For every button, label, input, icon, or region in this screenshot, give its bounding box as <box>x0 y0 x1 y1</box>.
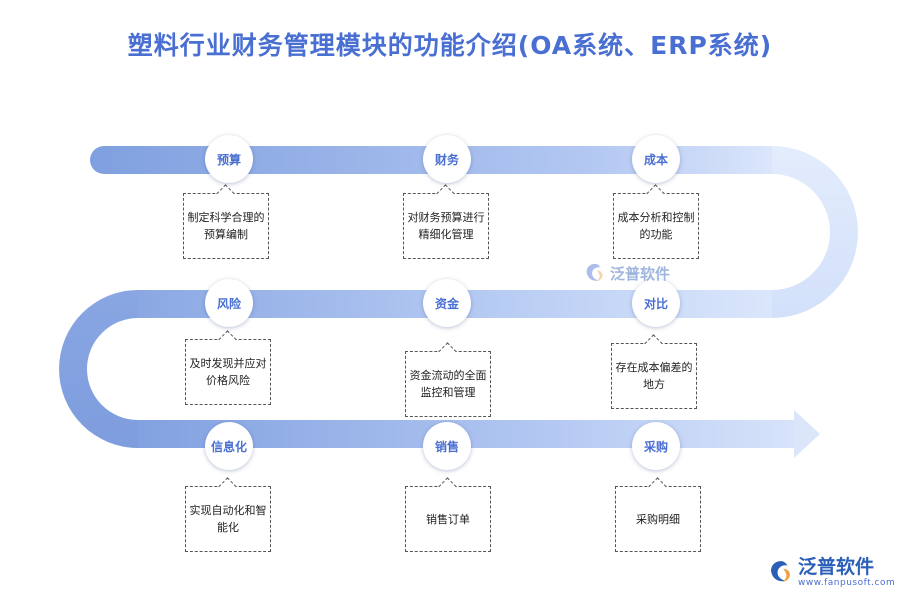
watermark-name: 泛普软件 <box>610 264 671 283</box>
node-label: 信息化 <box>210 439 247 454</box>
note-purchase: 采购明细 <box>615 486 701 552</box>
node-informatization: 信息化 <box>205 422 253 470</box>
track-arrow-head <box>794 410 820 458</box>
node-finance: 财务 <box>423 135 471 183</box>
node-risk: 风险 <box>205 279 253 327</box>
node-label: 对比 <box>643 296 668 311</box>
node-label: 销售 <box>434 439 459 454</box>
node-label: 资金 <box>434 296 459 311</box>
note-finance: 对财务预算进行精细化管理 <box>403 193 489 259</box>
node-purchase: 采购 <box>632 422 680 470</box>
watermark-logo: 泛普软件 <box>584 262 670 284</box>
note-text: 制定科学合理的预算编制 <box>187 211 265 241</box>
note-fund: 资金流动的全面监控和管理 <box>405 351 491 417</box>
note-text: 成本分析和控制的功能 <box>617 211 695 241</box>
node-label: 预算 <box>216 152 241 167</box>
node-cost: 成本 <box>632 135 680 183</box>
node-label: 成本 <box>643 152 668 167</box>
track-right-turn <box>772 146 858 318</box>
note-text: 资金流动的全面监控和管理 <box>409 369 487 399</box>
note-risk: 及时发现并应对价格风险 <box>185 339 271 405</box>
footer-logo: 泛普软件 www.fanpusoft.com <box>768 556 895 588</box>
note-text: 及时发现并应对价格风险 <box>189 357 267 387</box>
footer-logo-url: www.fanpusoft.com <box>798 578 896 588</box>
node-budget: 预算 <box>205 135 253 183</box>
node-label: 采购 <box>643 439 668 454</box>
note-text: 采购明细 <box>636 512 680 526</box>
node-sales: 销售 <box>423 422 471 470</box>
footer-logo-name: 泛普软件 <box>798 556 875 578</box>
note-compare: 存在成本偏差的地方 <box>611 343 697 409</box>
note-text: 存在成本偏差的地方 <box>615 361 693 391</box>
node-label: 风险 <box>216 296 241 311</box>
note-text: 对财务预算进行精细化管理 <box>407 211 485 241</box>
page-title: 塑料行业财务管理模块的功能介绍(OA系统、ERP系统) <box>127 31 773 60</box>
fanpu-logo-icon <box>771 561 790 582</box>
fanpu-logo-icon <box>586 263 603 282</box>
node-fund: 资金 <box>423 279 471 327</box>
node-label: 财务 <box>434 152 459 167</box>
track-left-turn <box>59 290 139 448</box>
note-budget: 制定科学合理的预算编制 <box>183 193 269 259</box>
node-compare: 对比 <box>632 279 680 327</box>
note-informatization: 实现自动化和智能化 <box>185 486 271 552</box>
note-sales: 销售订单 <box>405 486 491 552</box>
note-text: 销售订单 <box>426 512 470 526</box>
note-text: 实现自动化和智能化 <box>189 504 267 534</box>
note-cost: 成本分析和控制的功能 <box>613 193 699 259</box>
